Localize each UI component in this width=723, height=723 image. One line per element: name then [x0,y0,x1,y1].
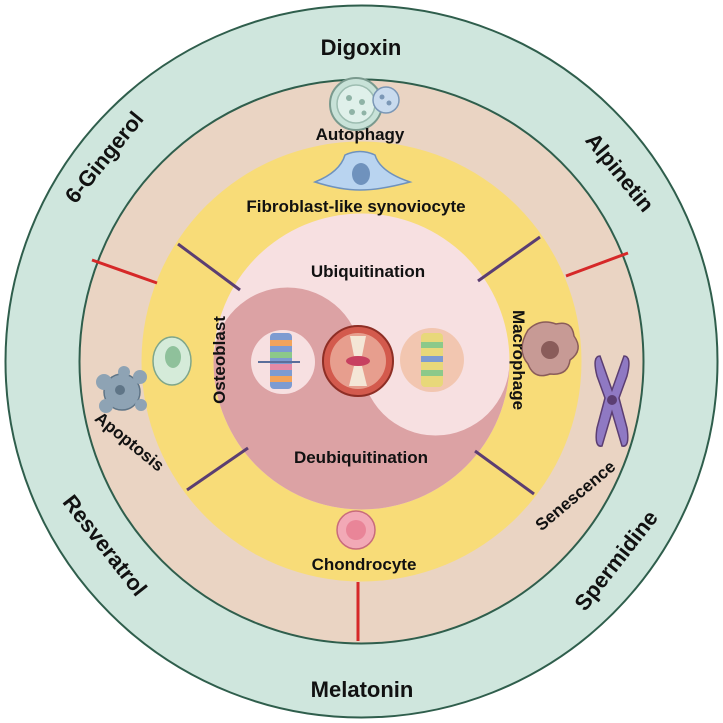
divider-red-right [565,251,629,278]
cell-label-synoviocyte: Fibroblast-like synoviocyte [246,197,465,216]
chromosome-icon [594,355,630,447]
compound-label-melatonin: Melatonin [311,677,414,702]
divider-purple-top-left [177,242,241,292]
osteoblast-icon [152,336,192,386]
divider-red-left [91,258,158,285]
cell-label-osteoblast: Osteoblast [210,316,229,404]
deubiquitinase-icon [400,328,464,392]
macrophage-icon [521,321,579,377]
joint-icon [322,325,394,397]
divider-purple-top-right [477,235,541,283]
autophagosome-icon [329,77,400,131]
compound-label-digoxin: Digoxin [321,35,402,60]
process-label-autophagy: Autophagy [316,125,405,144]
ubiquitin-chain-icon [251,330,315,394]
synoviocyte-icon [312,150,413,191]
divider-purple-bottom-left [186,446,249,492]
core-label-deubiquitination: Deubiquitination [294,448,428,467]
cell-label-chondrocyte: Chondrocyte [312,555,417,574]
chondrocyte-icon [336,510,376,550]
core-label-ubiquitination: Ubiquitination [311,262,425,281]
divider-purple-bottom-right [474,449,535,496]
apoptotic-cell-icon [96,366,147,413]
cell-label-macrophage: Macrophage [509,310,528,410]
